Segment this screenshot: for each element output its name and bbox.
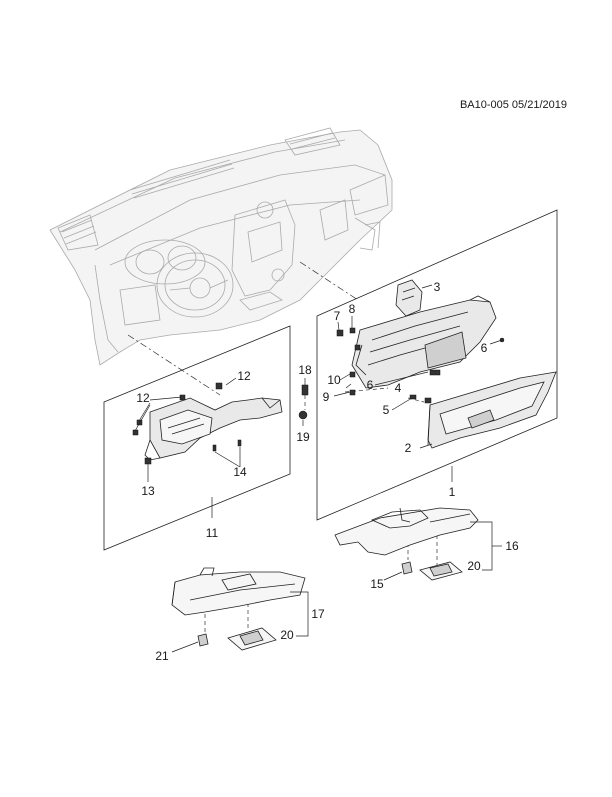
callout-13: 13 [141, 484, 155, 498]
callout-6-right: 6 [481, 341, 488, 355]
reference-callouts: 12 12 13 14 11 18 19 3 7 8 6 10 6 9 4 5 … [136, 280, 519, 663]
callout-8: 8 [349, 302, 356, 316]
glove-box-fasteners [336, 327, 505, 404]
assembly-reference-lines [127, 261, 438, 632]
callout-20-left: 20 [280, 628, 294, 642]
tray-part-17 [171, 567, 309, 637]
instrument-panel-outline [49, 127, 393, 366]
fastener-15 [383, 561, 413, 581]
callout-18: 18 [298, 363, 312, 377]
pad-20-left [227, 627, 277, 651]
callout-7: 7 [334, 309, 341, 323]
group-frame-glove-box [316, 209, 558, 521]
leaders-frame-11 [134, 377, 241, 518]
fastener-21 [171, 633, 209, 653]
knee-bolster-part [144, 397, 283, 461]
diagram-reference: BA10-005 05/21/2019 [460, 99, 567, 111]
tray-part-16 [334, 507, 502, 571]
glove-box-door-part-2 [419, 371, 557, 449]
callout-5: 5 [383, 403, 390, 417]
callout-21: 21 [155, 649, 169, 663]
callout-14: 14 [233, 465, 247, 479]
glove-box-housing [351, 295, 497, 389]
fastener-18-19 [298, 378, 309, 426]
callout-16: 16 [505, 539, 519, 553]
callout-4: 4 [395, 381, 402, 395]
callout-12-upper: 12 [237, 369, 251, 383]
callout-6-center: 6 [367, 378, 374, 392]
callout-20-right: 20 [467, 559, 481, 573]
pad-20-right [419, 561, 463, 581]
callout-12-left: 12 [136, 391, 150, 405]
callout-9: 9 [323, 390, 330, 404]
callout-2: 2 [405, 441, 412, 455]
leaders-frame-1 [333, 316, 503, 482]
group-frame-knee-bolster [103, 325, 291, 551]
callout-3: 3 [434, 280, 441, 294]
bracket-part-3 [395, 279, 433, 317]
callout-1: 1 [449, 485, 456, 499]
callout-10: 10 [327, 373, 341, 387]
callout-19: 19 [296, 430, 310, 444]
callout-11: 11 [206, 526, 219, 540]
callout-17: 17 [311, 607, 325, 621]
callout-15: 15 [370, 577, 384, 591]
